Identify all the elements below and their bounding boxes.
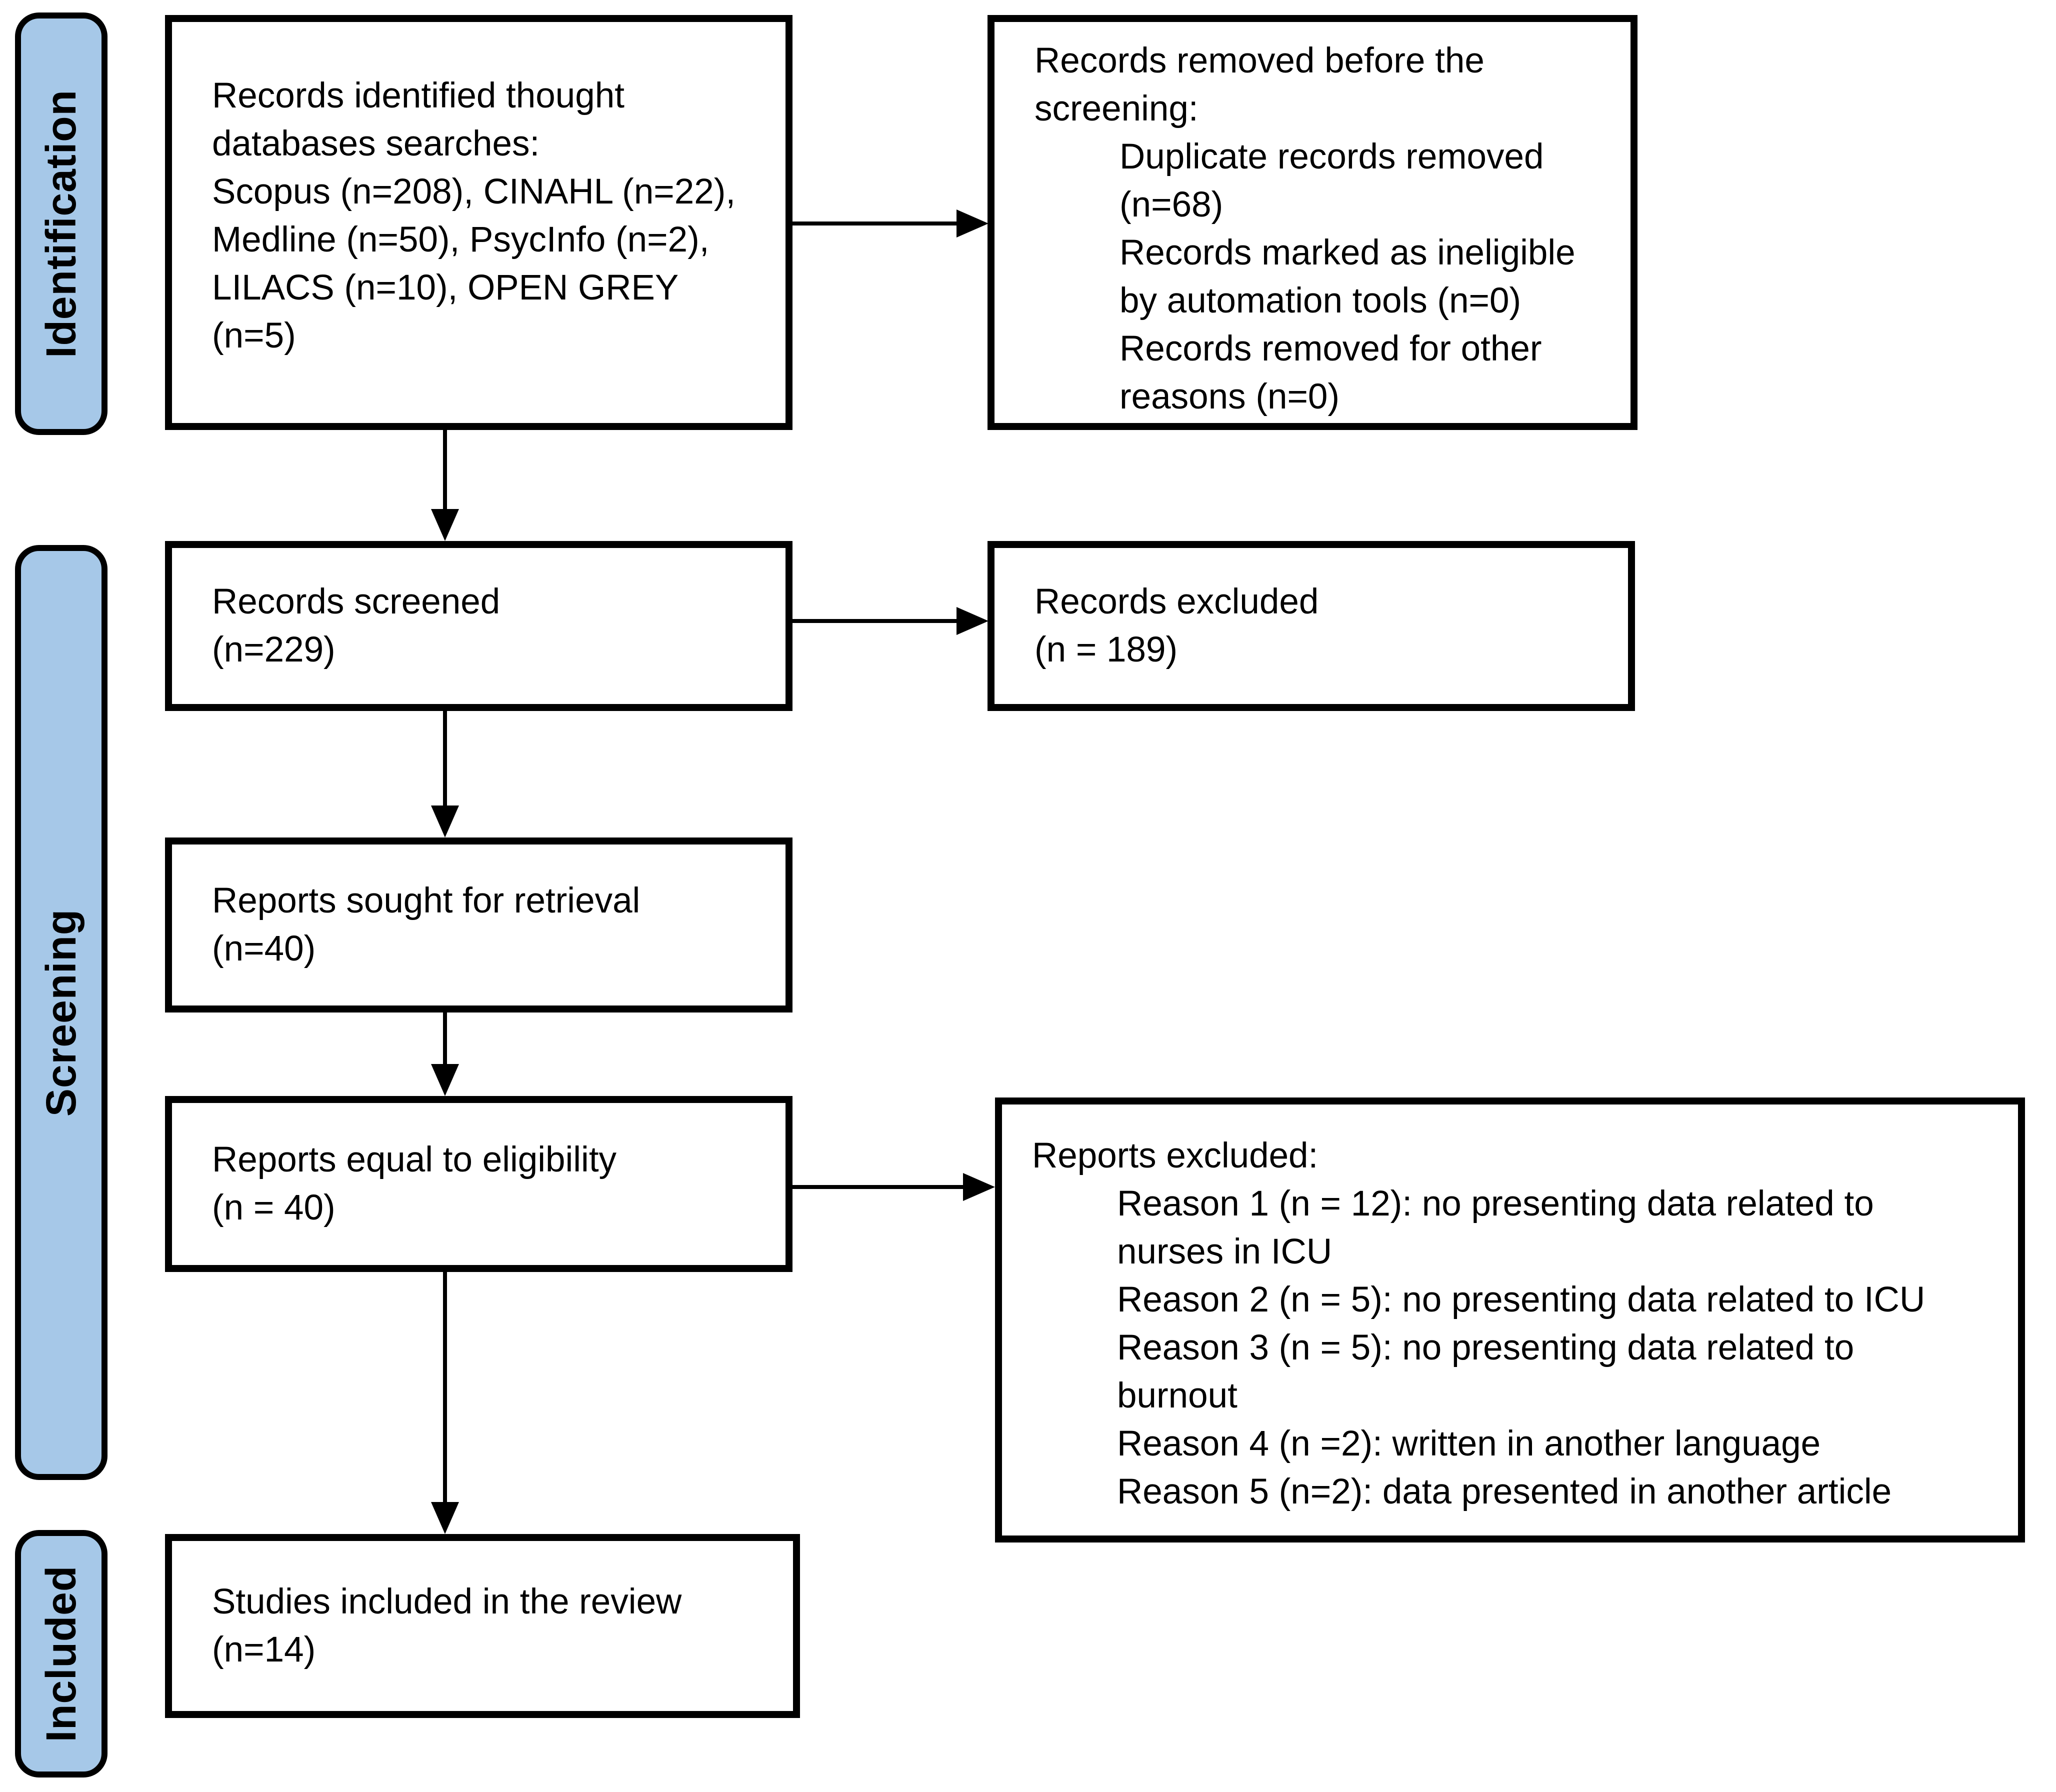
box-reports-sought-for-retrieval: Reports sought for retrieval (n=40) [165, 838, 792, 1012]
text-line: Reason 1 (n = 12): no presenting data re… [1117, 1184, 1874, 1224]
text-line: Duplicate records removed [1120, 137, 1544, 176]
text-line: burnout [1117, 1376, 1238, 1416]
arrow-sought-to-eligibility-line [443, 1012, 447, 1065]
box-records-removed-before-screening: Records removed before the screening: Dupl… [988, 15, 1638, 430]
stage-screening: Screening [15, 545, 108, 1480]
text-line: Records screened [212, 582, 500, 622]
text-line: screening: [1034, 89, 1198, 128]
text-line: (n=40) [212, 929, 316, 968]
arrow-down-icon [431, 509, 459, 541]
box-records-excluded: Records excluded (n = 189) [988, 541, 1635, 711]
text-line: reasons (n=0) [1120, 377, 1340, 416]
box-studies-included-in-review: Studies included in the review (n=14) [165, 1534, 800, 1718]
text-line: Reason 2 (n = 5): no presenting data rel… [1117, 1280, 1926, 1320]
text-line: nurses in ICU [1117, 1232, 1332, 1272]
arrow-identified-to-removed-line [792, 222, 960, 226]
stage-identification: Identification [15, 12, 108, 435]
arrow-right-icon [956, 607, 988, 635]
text-line: Reports sought for retrieval [212, 881, 640, 920]
text-line: LILACS (n=10), OPEN GREY [212, 268, 679, 308]
arrow-down-icon [431, 806, 459, 838]
text-line: (n=68) [1120, 185, 1224, 224]
text-line: Records marked as ineligible [1120, 233, 1576, 272]
arrow-screened-to-excluded-line [792, 619, 960, 623]
stage-screening-label: Screening [38, 908, 85, 1116]
text-line: Reason 4 (n =2): written in another lang… [1117, 1424, 1821, 1464]
text-line: (n = 40) [212, 1188, 336, 1228]
arrow-screened-to-sought-line [443, 711, 447, 807]
text-line: (n=14) [212, 1630, 316, 1670]
text-line: Reason 3 (n = 5): no presenting data rel… [1117, 1328, 1854, 1368]
text-line: (n=5) [212, 316, 296, 356]
stage-included: Included [15, 1530, 108, 1778]
text-line: (n = 189) [1034, 630, 1178, 670]
box-reports-equal-to-eligibility: Reports equal to eligibility (n = 40) [165, 1096, 792, 1272]
text-line: Reports equal to eligibility [212, 1140, 617, 1180]
text-line: Reports excluded: [1032, 1136, 1318, 1176]
text-line: Reason 5 (n=2): data presented in anothe… [1117, 1472, 1892, 1512]
text-line: Records removed before the [1034, 41, 1484, 80]
arrow-down-icon [431, 1064, 459, 1096]
text-line: Records identified thought [212, 76, 624, 116]
stage-included-label: Included [38, 1565, 85, 1742]
text-line: (n=229) [212, 630, 336, 670]
text-line: Scopus (n=208), CINAHL (n=22), [212, 172, 736, 212]
arrow-right-icon [963, 1173, 995, 1201]
arrow-down-icon [431, 1502, 459, 1534]
box-records-screened: Records screened (n=229) [165, 541, 792, 711]
text-line: Medline (n=50), PsycInfo (n=2), [212, 220, 710, 260]
arrow-right-icon [956, 210, 988, 238]
text-line: Records removed for other [1120, 329, 1542, 368]
box-records-identified: Records identified thought databases sear… [165, 15, 792, 430]
text-line: databases searches: [212, 124, 540, 164]
text-line: Studies included in the review [212, 1582, 682, 1622]
box-reports-excluded-reasons: Reports excluded: Reason 1 (n = 12): no p… [995, 1098, 2025, 1542]
arrow-eligibility-to-included-line [443, 1272, 447, 1503]
arrow-eligibility-to-reports-excluded-line [792, 1185, 964, 1189]
text-line: Records excluded [1034, 582, 1319, 622]
stage-identification-label: Identification [38, 90, 85, 358]
arrow-identified-to-screened-line [443, 430, 447, 510]
text-line: by automation tools (n=0) [1120, 281, 1522, 320]
